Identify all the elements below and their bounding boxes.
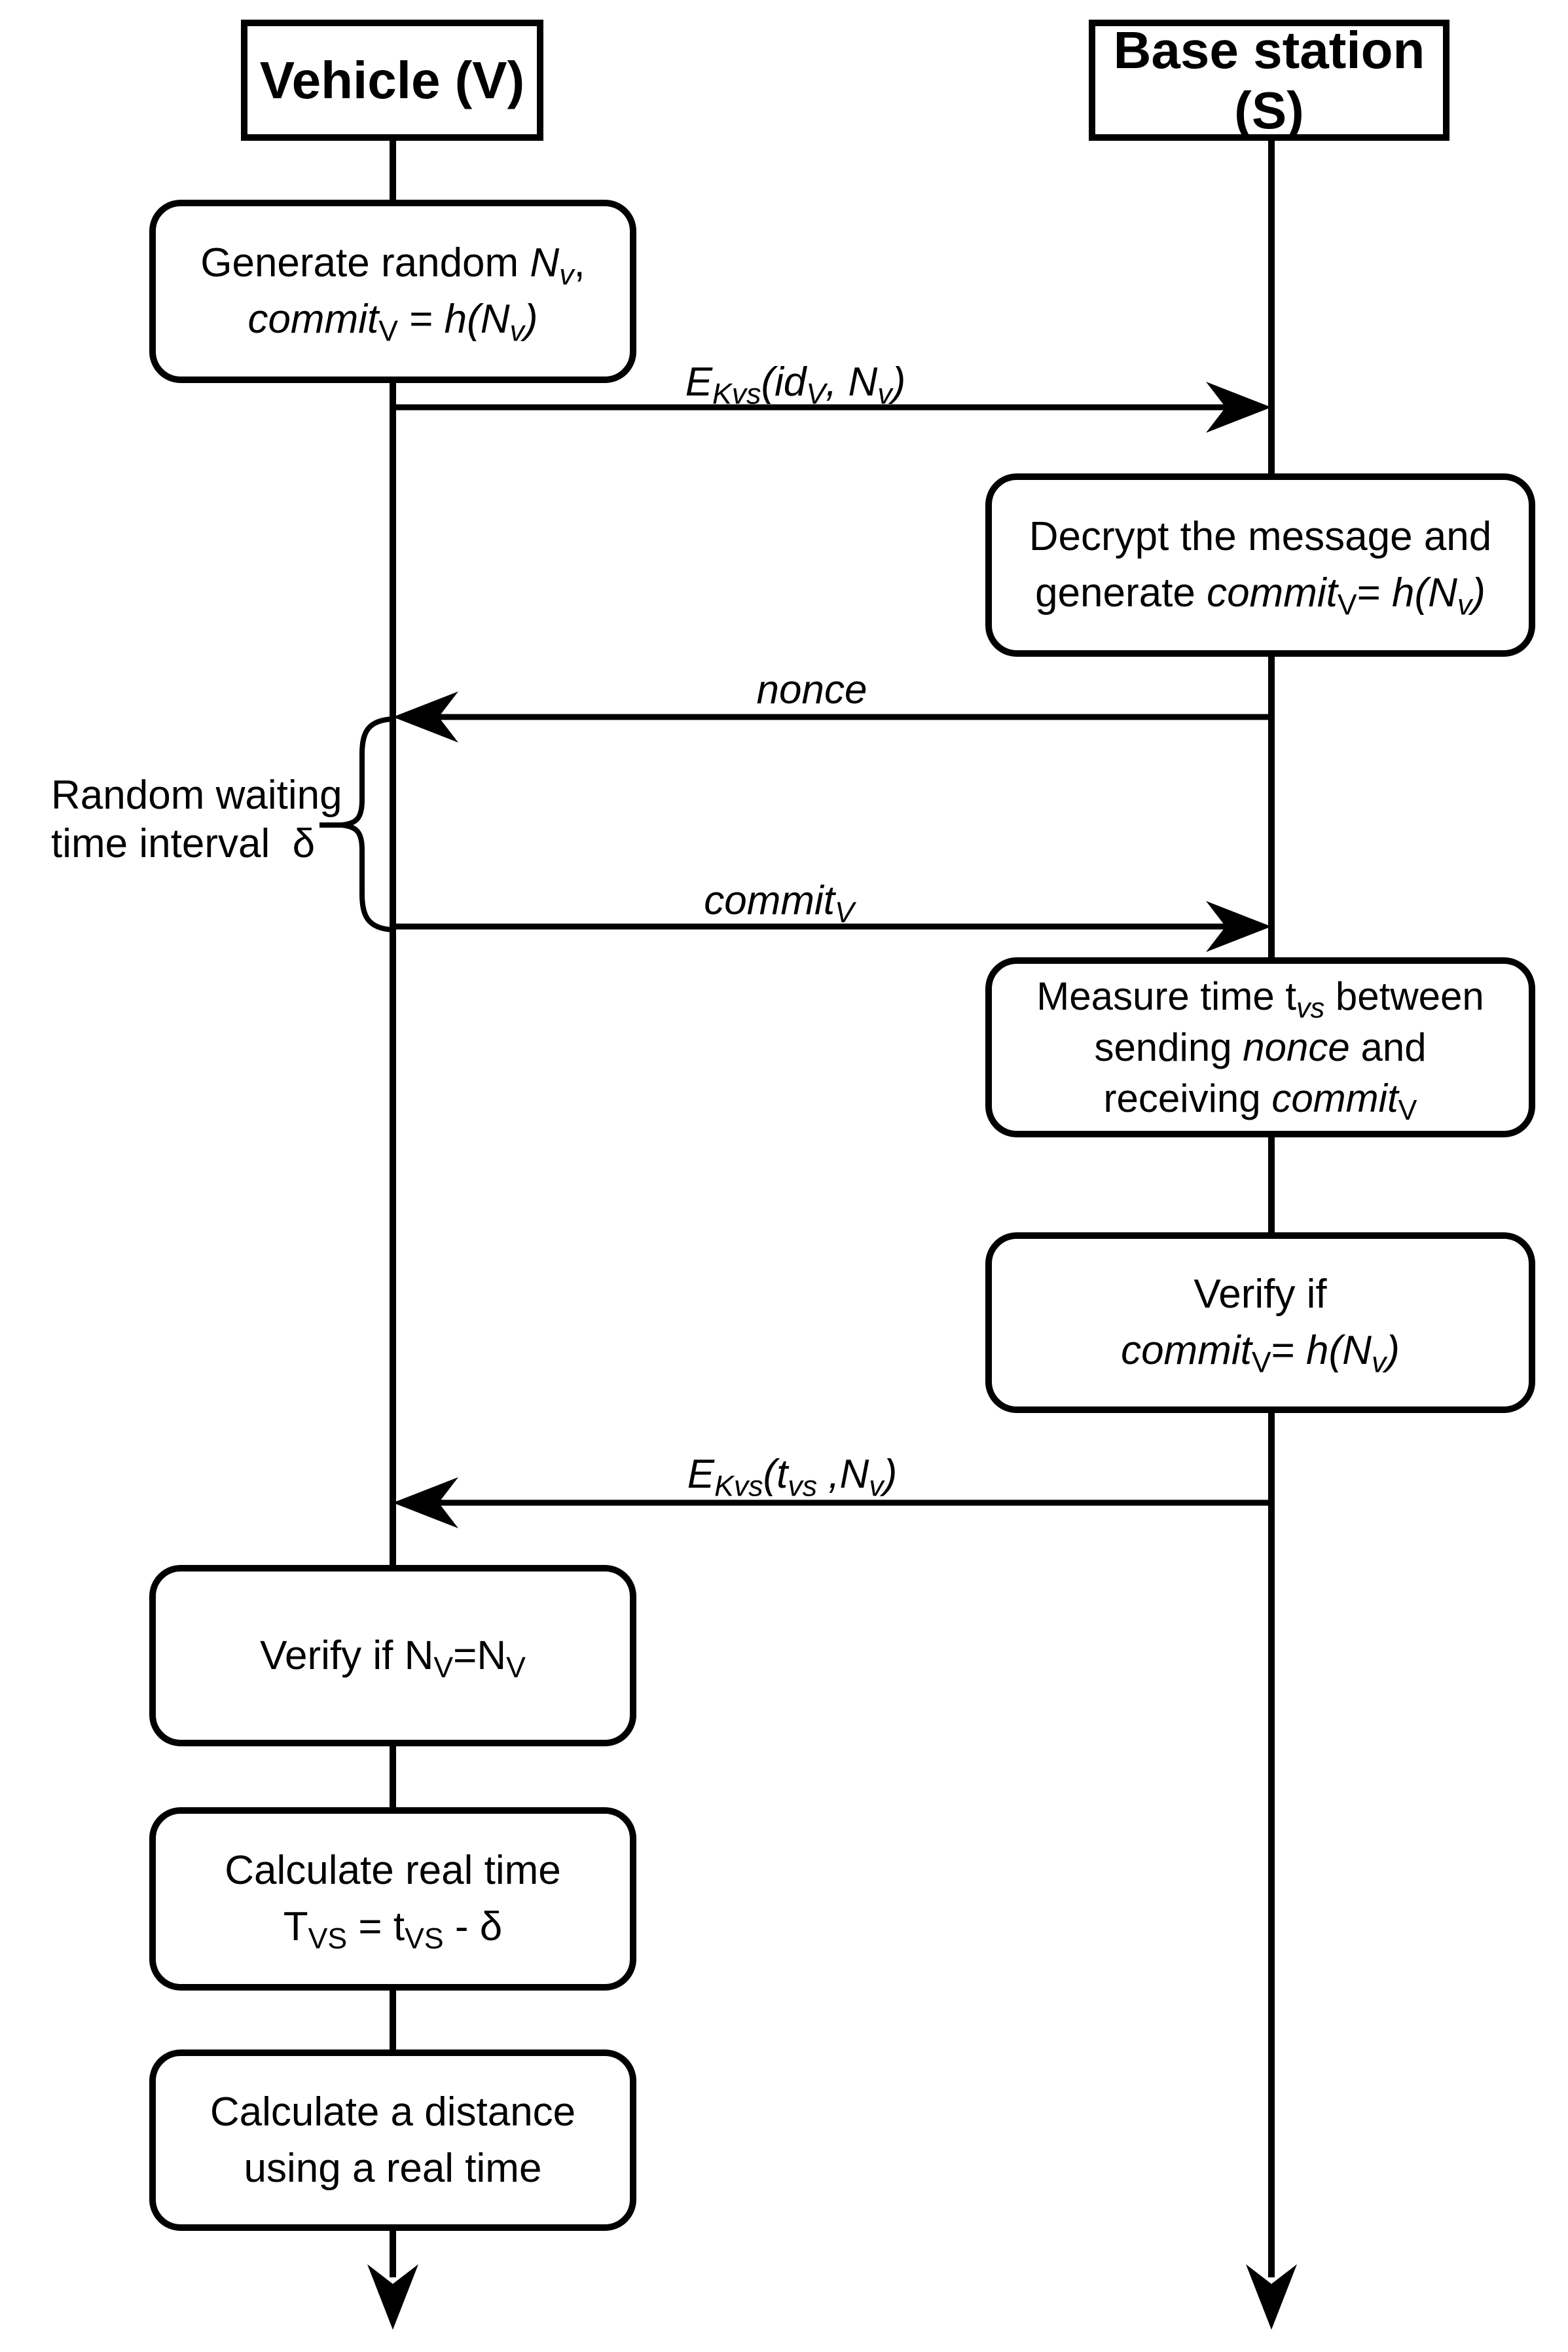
process-box-verify-nv: Verify if NV=NV [149, 1565, 636, 1746]
waiting-interval-brace [340, 716, 393, 932]
lifeline-base-arrowhead [1246, 2264, 1297, 2330]
message-label-ekvs-tvs-nv: EKvs(tvs ,Nv) [687, 1452, 898, 1503]
message-label-nonce: nonce [756, 667, 867, 712]
lifeline-vehicle-arrowhead [367, 2264, 418, 2330]
message-arrowhead-ekvs-tvs-nv [393, 1477, 458, 1528]
process-box-generate-random: Generate random Nv,commitV = h(Nv) [149, 200, 636, 383]
actor-vehicle: Vehicle (V) [241, 20, 543, 141]
actor-vehicle-title: Vehicle (V) [259, 50, 525, 109]
message-arrowhead-nonce [393, 691, 458, 743]
message-label-commit: commitV [704, 878, 854, 929]
message-arrowhead-commit [1206, 901, 1271, 952]
message-arrowhead-ekvs-id-nv [1206, 382, 1271, 433]
actor-base-station-title: Base station (S) [1113, 20, 1425, 139]
message-label-ekvs-id-nv: EKvs(idV, Nv) [685, 359, 906, 411]
actor-base-station: Base station (S) [1089, 20, 1449, 141]
